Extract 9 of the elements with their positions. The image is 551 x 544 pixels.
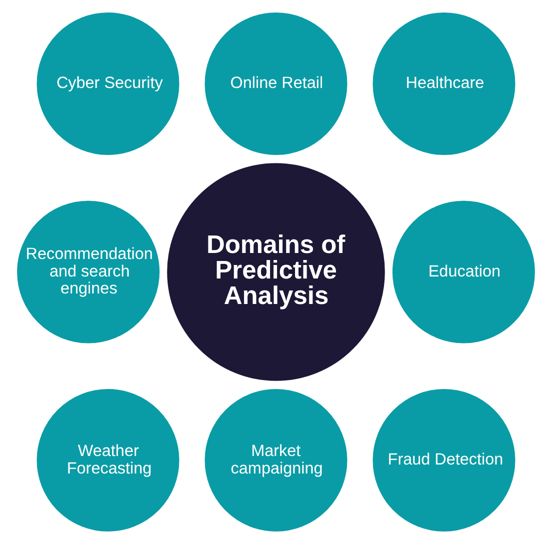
node-circle: Cyber Security	[36, 12, 179, 155]
node-circle: Recommendation and search engines	[16, 200, 160, 344]
node-circle: Online Retail	[204, 12, 347, 155]
node-circle: Healthcare	[372, 12, 515, 155]
node-circle: Market campaigning	[204, 389, 347, 532]
node-circle: Domains of Predictive Analysis	[166, 163, 384, 381]
node-circle: Fraud Detection	[372, 389, 515, 532]
node-circle: Weather Forecasting	[36, 389, 179, 532]
node-circle: Education	[392, 200, 534, 344]
